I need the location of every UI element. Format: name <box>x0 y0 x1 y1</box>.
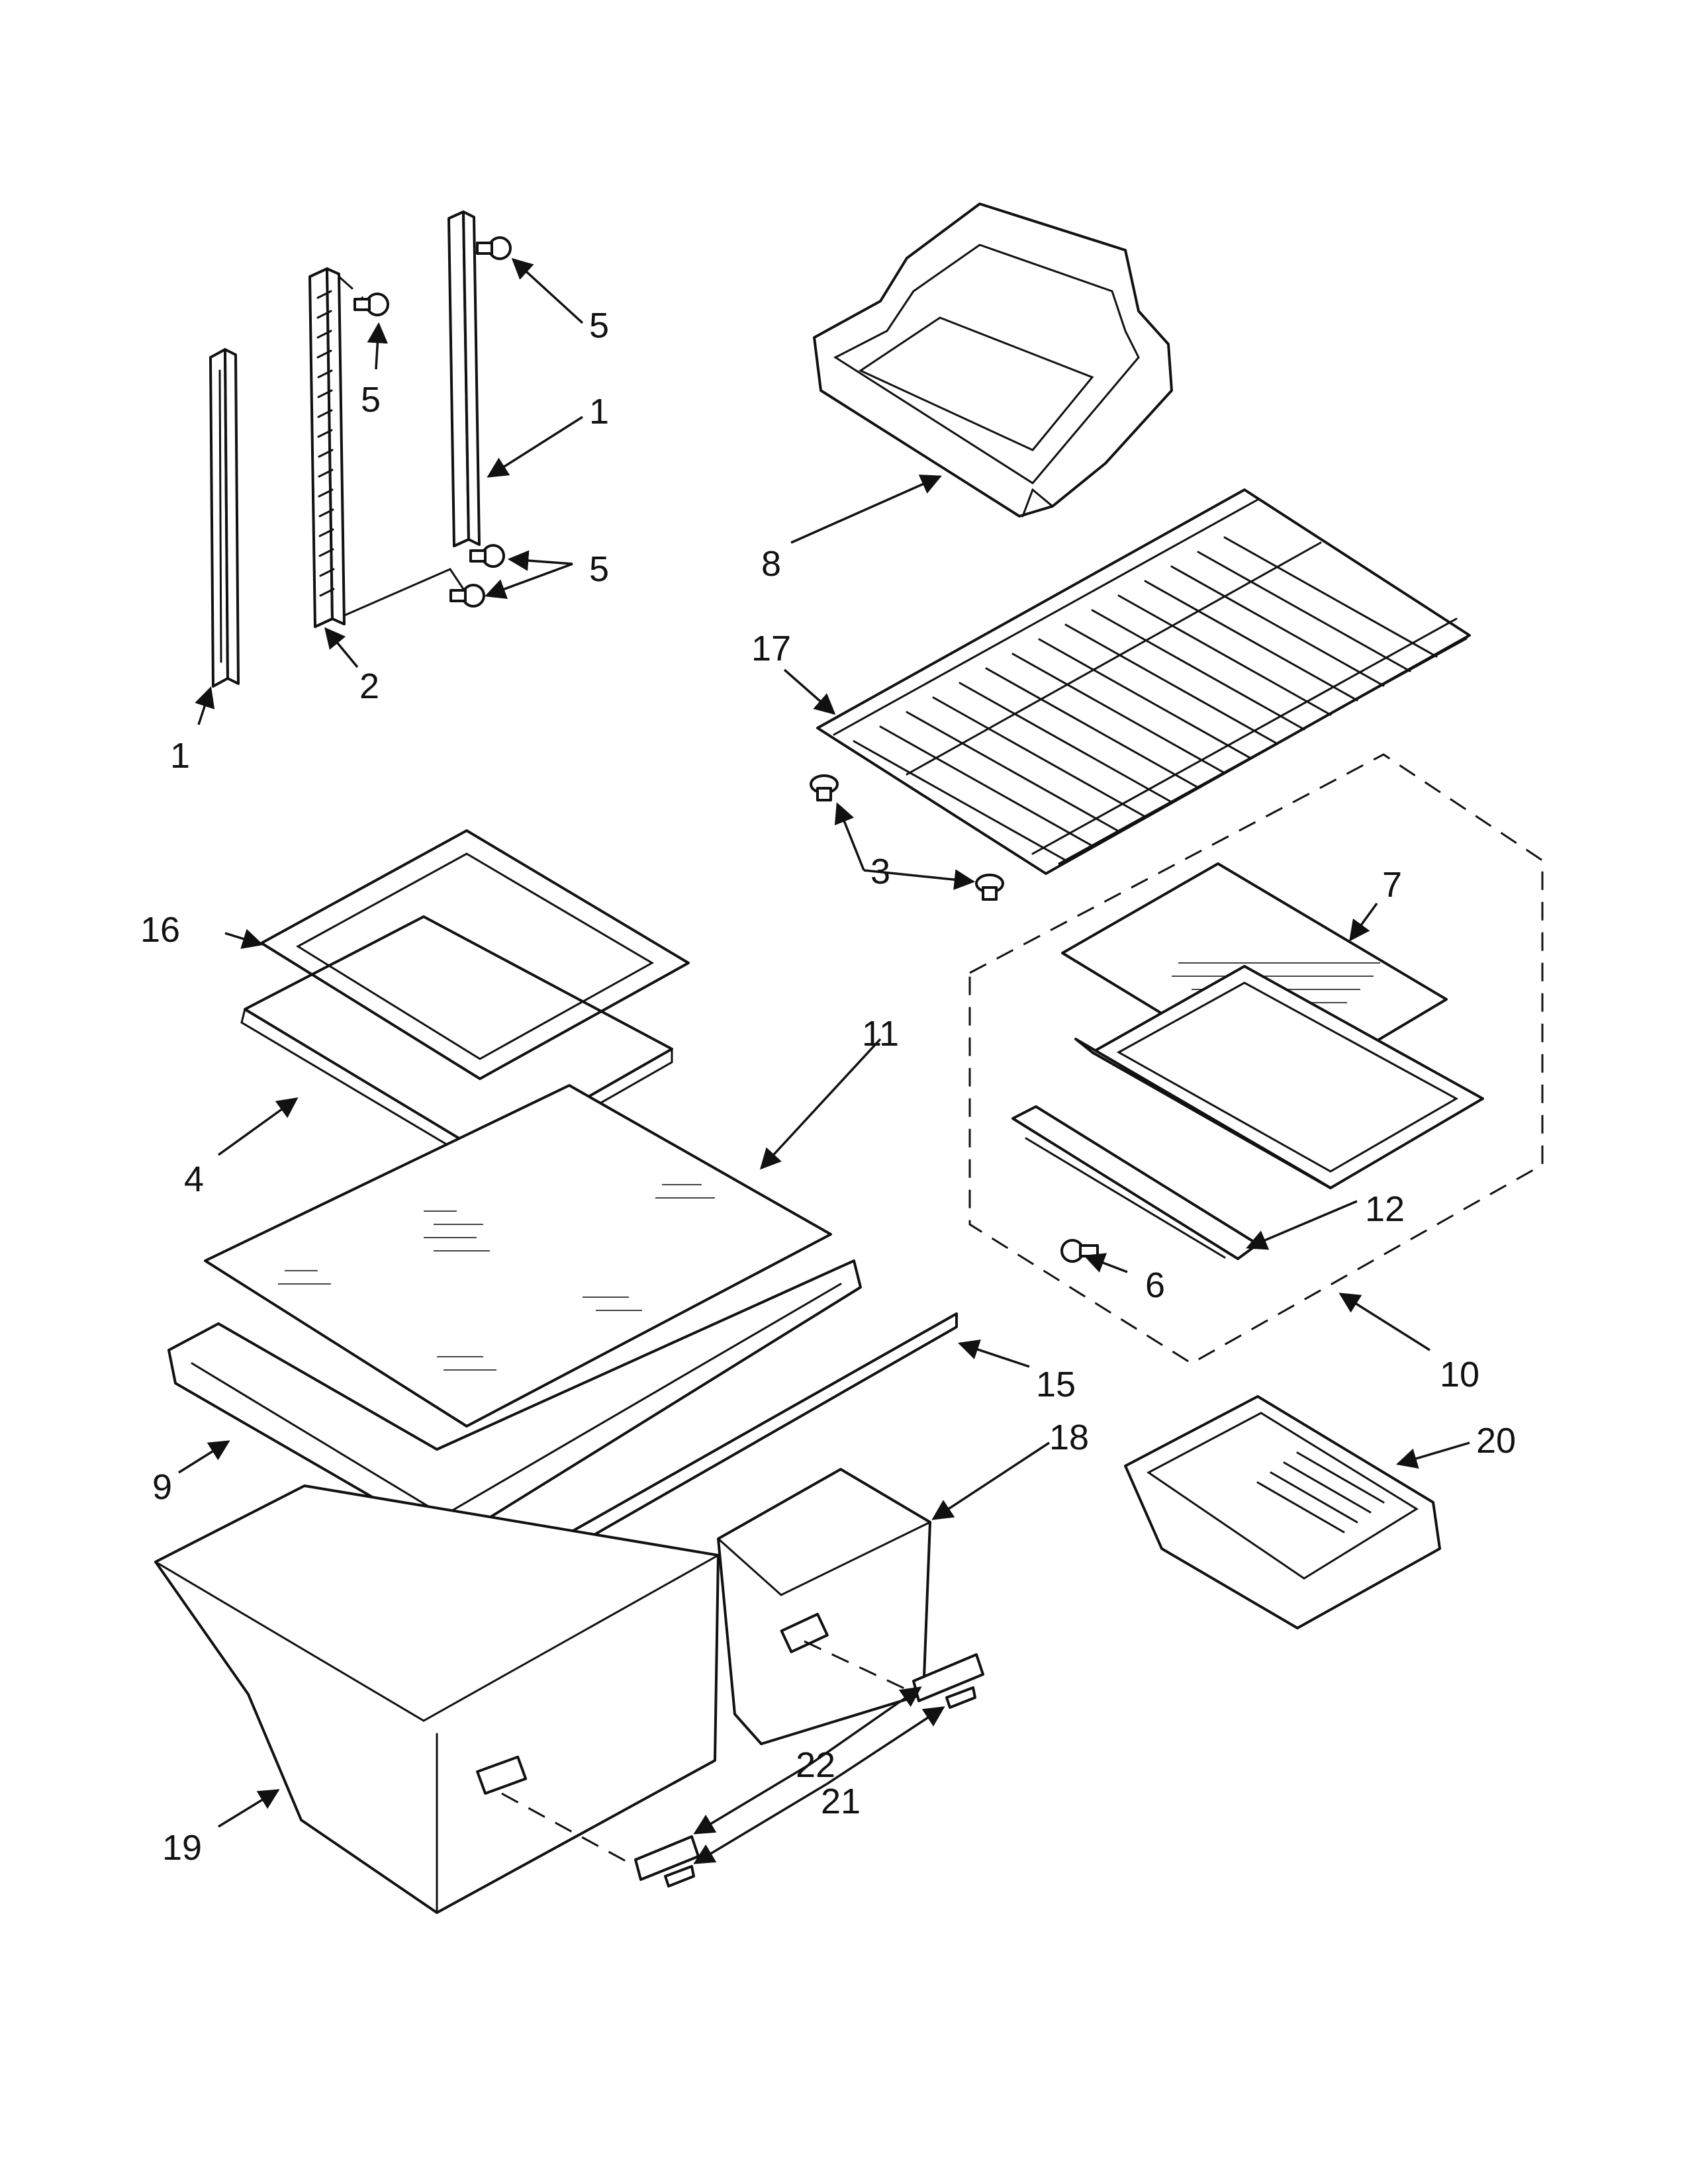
drawer-label-holder-left <box>634 1835 700 1888</box>
callout-5-lower: 5 <box>589 549 609 589</box>
callout-17: 17 <box>751 629 791 668</box>
crisper-cover-frame <box>1074 965 1484 1189</box>
callout-5-top: 5 <box>589 306 609 345</box>
glass-shelf-front <box>260 829 690 1080</box>
deli-bin <box>813 203 1173 518</box>
callout-19: 19 <box>162 1828 202 1868</box>
shelf-ladder-rail-left <box>209 348 240 688</box>
callout-6: 6 <box>1145 1265 1165 1305</box>
callout-labels: 1 1 2 3 4 5 5 5 6 7 8 9 10 11 12 15 16 1… <box>140 306 1516 1868</box>
bracket-screw <box>1060 1239 1099 1263</box>
cover-support-bracket <box>1011 1105 1259 1260</box>
leader-lines <box>178 257 1470 1864</box>
shelf-ladder-rail-right <box>447 210 481 547</box>
callout-21: 21 <box>821 1782 861 1821</box>
callout-11: 11 <box>862 1014 899 1054</box>
mounting-screws <box>353 236 512 608</box>
callout-15: 15 <box>1036 1365 1076 1404</box>
callout-9: 9 <box>152 1467 172 1507</box>
shelf-support-pegs <box>810 774 1004 901</box>
shelf-ladder-rail-center <box>308 267 346 628</box>
callout-10: 10 <box>1440 1355 1479 1394</box>
callout-4: 4 <box>184 1160 204 1199</box>
callout-7: 7 <box>1382 865 1402 905</box>
wire-shelf <box>816 488 1471 875</box>
glass-crisper-cover <box>204 1084 832 1428</box>
callout-1-right: 1 <box>589 392 609 432</box>
callout-12: 12 <box>1365 1189 1405 1229</box>
callout-18: 18 <box>1049 1418 1089 1457</box>
callout-16: 16 <box>140 910 180 950</box>
callout-22: 22 <box>796 1745 835 1785</box>
crisper-drawer-left <box>154 1484 720 1914</box>
callout-5-center: 5 <box>361 380 381 420</box>
callout-3: 3 <box>870 852 890 891</box>
crisper-drawer-right <box>717 1468 931 1745</box>
callout-2: 2 <box>359 666 379 706</box>
callout-20: 20 <box>1476 1421 1516 1461</box>
callout-8: 8 <box>761 544 781 584</box>
callout-1-left: 1 <box>170 736 190 776</box>
snack-drawer <box>1124 1395 1441 1629</box>
